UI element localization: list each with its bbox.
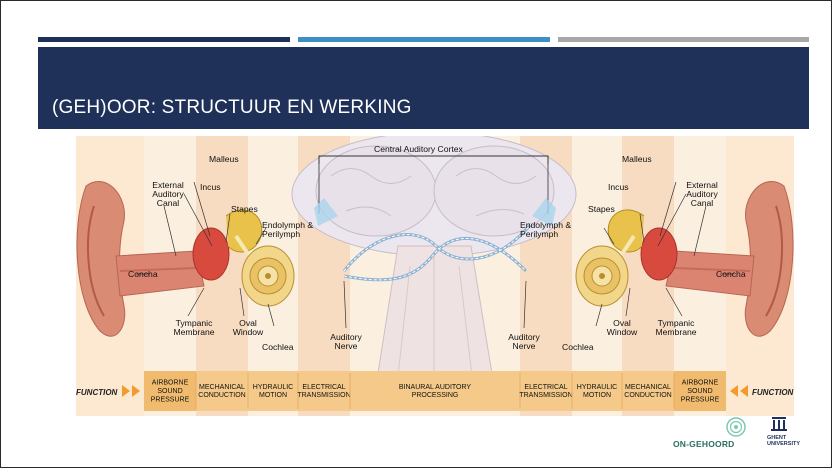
function-segment-label: MECHANICAL — [199, 384, 245, 391]
label-incus-left: Incus — [200, 182, 221, 192]
ear-anatomy-illustration: Central Auditory Cortex External Auditor… — [76, 136, 794, 416]
accent-bar-navy — [38, 37, 290, 42]
label-concha-right: Concha — [716, 269, 746, 279]
function-segment-label: AIRBORNE — [152, 380, 189, 387]
function-segment-label: SOUND — [157, 388, 182, 395]
label-endolymph-left-2: Perilymph — [262, 229, 300, 239]
label-external-auditory-canal-right-3: Canal — [691, 198, 714, 208]
function-segment-label: ELECTRICAL — [302, 384, 345, 391]
label-cochlea-right: Cochlea — [562, 342, 594, 352]
label-stapes-left: Stapes — [231, 204, 258, 214]
label-malleus-right: Malleus — [622, 154, 652, 164]
function-segment-label: PRESSURE — [681, 396, 720, 403]
function-segment-label: PROCESSING — [412, 392, 459, 399]
function-segment-label: ELECTRICAL — [524, 384, 567, 391]
label-tympanic-membrane-right-2: Membrane — [655, 327, 696, 337]
function-segment-label: MECHANICAL — [625, 384, 671, 391]
accent-bars — [38, 37, 809, 42]
ugent-line-2: UNIVERSITY — [767, 441, 800, 447]
function-segment-label: SOUND — [687, 388, 712, 395]
function-segment-label: PRESSURE — [151, 396, 190, 403]
function-segment-label: HYDRAULIC — [253, 384, 293, 391]
label-external-auditory-canal-left-3: Canal — [157, 198, 180, 208]
title-band: (GEH)OOR: STRUCTUUR EN WERKING — [38, 47, 809, 129]
function-segment-label: BINAURAL AUDITORY — [399, 384, 472, 391]
function-segment-label: HYDRAULIC — [577, 384, 617, 391]
function-segment-label: CONDUCTION — [198, 392, 245, 399]
label-tympanic-membrane-left-2: Membrane — [173, 327, 214, 337]
label-cochlea-left: Cochlea — [262, 342, 294, 352]
ongehoord-logo: ON-GEHOORD — [673, 415, 753, 455]
label-oval-window-right-2: Window — [607, 327, 638, 337]
function-bar: AIRBORNESOUNDPRESSUREMECHANICALCONDUCTIO… — [144, 371, 726, 411]
ghent-university-logo-text: GHENT UNIVERSITY — [767, 435, 800, 447]
function-segment-label: TRANSMISSION — [297, 392, 350, 399]
function-segment-label: AIRBORNE — [682, 380, 719, 387]
label-auditory-nerve-right-2: Nerve — [513, 341, 536, 351]
label-malleus-left: Malleus — [209, 154, 239, 164]
label-incus-right: Incus — [608, 182, 629, 192]
accent-bar-gray — [558, 37, 809, 42]
function-segment-label: CONDUCTION — [624, 392, 671, 399]
label-endolymph-right-2: Perilymph — [520, 229, 558, 239]
label-stapes-right: Stapes — [588, 204, 615, 214]
function-label-right: FUNCTION — [752, 388, 794, 397]
ongehoord-logo-text: ON-GEHOORD — [673, 439, 735, 449]
ghent-university-logo: GHENT UNIVERSITY — [764, 413, 804, 457]
label-concha-left: Concha — [128, 269, 158, 279]
function-segment-label: TRANSMISSION — [519, 392, 572, 399]
label-oval-window-left-2: Window — [233, 327, 264, 337]
ongehoord-spiral-icon — [673, 415, 753, 455]
accent-bar-blue — [298, 37, 550, 42]
function-segment-label: MOTION — [583, 392, 611, 399]
function-label-left: FUNCTION — [76, 388, 118, 397]
label-central-auditory-cortex: Central Auditory Cortex — [374, 144, 464, 154]
function-segment-label: MOTION — [259, 392, 287, 399]
ghent-university-building-icon — [764, 413, 804, 435]
slide-title: (GEH)OOR: STRUCTUUR EN WERKING — [52, 97, 412, 119]
ear-anatomy-figure: Central Auditory Cortex External Auditor… — [76, 136, 794, 416]
label-auditory-nerve-left-2: Nerve — [335, 341, 358, 351]
